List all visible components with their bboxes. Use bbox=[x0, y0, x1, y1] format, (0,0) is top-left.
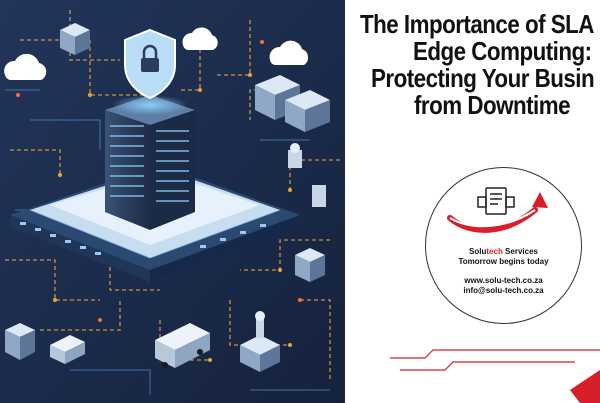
shield-lock-icon bbox=[112, 28, 188, 115]
title-line-1: The Importance of SLA bbox=[360, 9, 594, 39]
company-name-prefix: Solu bbox=[469, 247, 487, 256]
company-email[interactable]: info@solu-tech.co.za bbox=[463, 286, 544, 295]
company-name: Solutech Services bbox=[426, 247, 581, 257]
company-name-accent: tech bbox=[486, 247, 503, 256]
server-icon bbox=[5, 23, 330, 360]
company-info-circle: Solutech Services Tomorrow begins today … bbox=[425, 167, 582, 324]
arrow-up-icon bbox=[532, 192, 548, 208]
decorative-lines bbox=[390, 349, 600, 403]
title-line-4: from Downtime bbox=[414, 90, 571, 120]
title-line-3: Protecting Your Busin bbox=[371, 63, 595, 93]
truck-icon bbox=[50, 323, 210, 368]
edge-computing-illustration bbox=[0, 0, 345, 403]
company-website[interactable]: www.solu-tech.co.za bbox=[464, 276, 543, 285]
cloud-icon bbox=[4, 27, 309, 80]
company-name-suffix: Services bbox=[502, 247, 538, 256]
robot-arm-icon bbox=[240, 143, 326, 372]
title-line-2: Edge Computing: bbox=[413, 36, 592, 66]
circuit-traces bbox=[5, 10, 340, 380]
company-tagline: Tomorrow begins today bbox=[458, 257, 549, 266]
company-logo bbox=[447, 187, 548, 233]
document-icon bbox=[477, 187, 515, 215]
server-tower-icon bbox=[105, 95, 195, 230]
status-lights bbox=[16, 40, 302, 322]
